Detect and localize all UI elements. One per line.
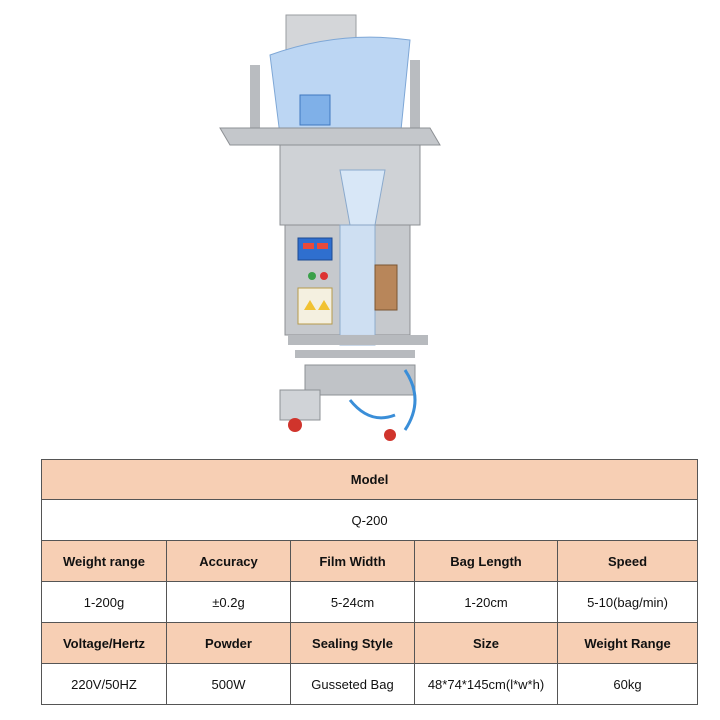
model-value: Q-200: [40, 499, 699, 541]
header-sealing-style: Sealing Style: [290, 622, 415, 664]
header-accuracy: Accuracy: [166, 540, 291, 582]
spec-value-row-2: 220V/50HZ 500W Gusseted Bag 48*74*145cm(…: [41, 663, 699, 705]
header-film-width: Film Width: [290, 540, 415, 582]
value-speed: 5-10(bag/min): [556, 581, 699, 623]
value-powder: 500W: [166, 663, 291, 705]
value-weight-range: 1-200g: [41, 581, 167, 623]
header-weight-range: Weight range: [41, 540, 167, 582]
model-header: Model: [40, 459, 699, 500]
header-size: Size: [414, 622, 558, 664]
value-size: 48*74*145cm(l*w*h): [414, 663, 558, 705]
header-bag-length: Bag Length: [414, 540, 558, 582]
spec-header-row-1: Weight range Accuracy Film Width Bag Len…: [41, 540, 699, 582]
header-voltage-hertz: Voltage/Hertz: [41, 622, 167, 664]
value-weight-range-2: 60kg: [556, 663, 699, 705]
value-bag-length: 1-20cm: [414, 581, 558, 623]
header-weight-range-2: Weight Range: [556, 622, 699, 664]
spec-table: Model Q-200 Weight range Accuracy Film W…: [40, 459, 699, 705]
spec-header-row-2: Voltage/Hertz Powder Sealing Style Size …: [41, 622, 699, 664]
model-value-row: Q-200: [40, 499, 699, 541]
packaging-machine-image: [219, 14, 441, 441]
header-speed: Speed: [556, 540, 699, 582]
header-powder: Powder: [166, 622, 291, 664]
value-voltage-hertz: 220V/50HZ: [41, 663, 167, 705]
model-header-row: Model: [40, 459, 699, 500]
value-film-width: 5-24cm: [290, 581, 415, 623]
spec-value-row-1: 1-200g ±0.2g 5-24cm 1-20cm 5-10(bag/min): [41, 581, 699, 623]
value-sealing-style: Gusseted Bag: [290, 663, 415, 705]
value-accuracy: ±0.2g: [166, 581, 291, 623]
